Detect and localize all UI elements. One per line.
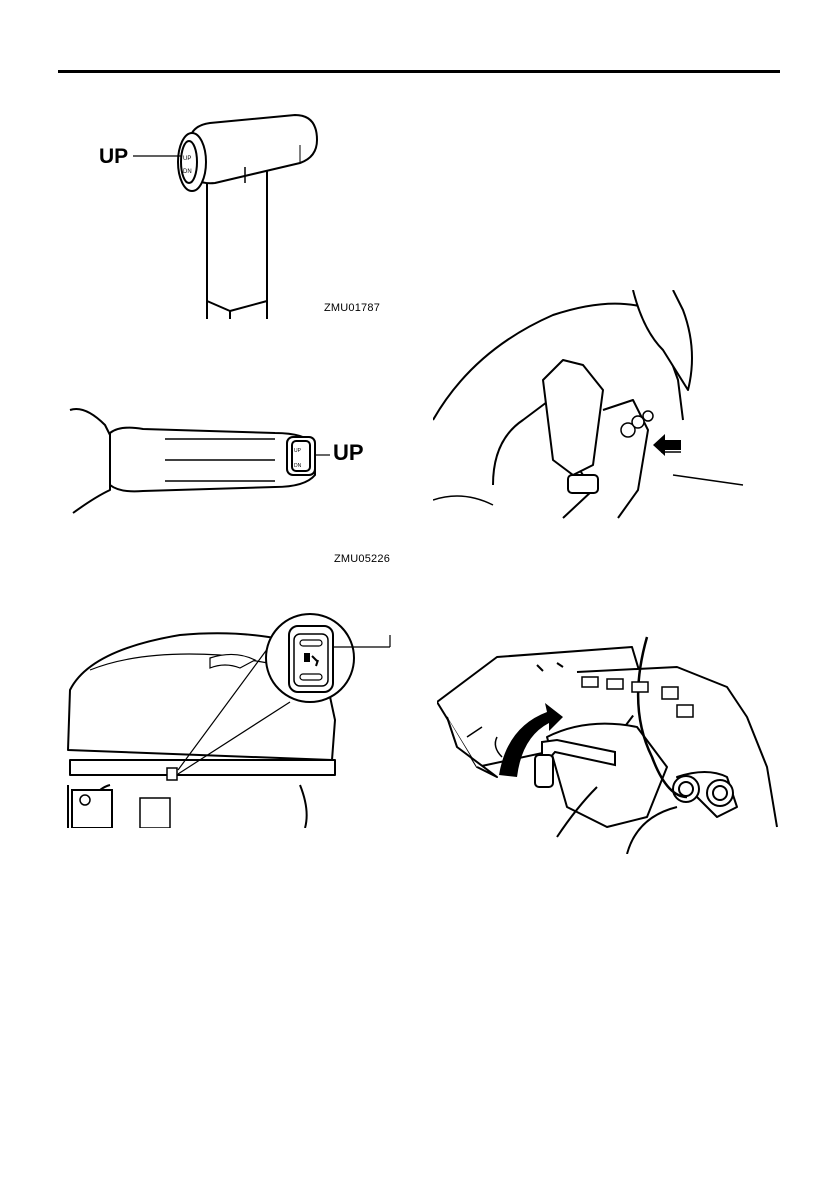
figure-cowling-switch — [60, 610, 395, 828]
switch-up-text: UP — [294, 448, 302, 454]
figure-tilt-support — [433, 290, 745, 520]
figure-tiller-handle: UP UP DN — [65, 405, 375, 520]
figure-tilt-lever — [437, 627, 782, 854]
figure-code: ZMU05226 — [334, 553, 390, 565]
grip-up-text: UP — [183, 156, 191, 162]
grip-dn-text: DN — [183, 169, 192, 175]
figure-code: ZMU01787 — [324, 302, 380, 314]
up-label: UP — [99, 145, 128, 168]
switch-dn-text: DN — [294, 463, 302, 469]
header-rule — [58, 70, 780, 73]
figure-t-handle: UP UP DN — [95, 105, 335, 325]
up-label: UP — [333, 440, 364, 465]
